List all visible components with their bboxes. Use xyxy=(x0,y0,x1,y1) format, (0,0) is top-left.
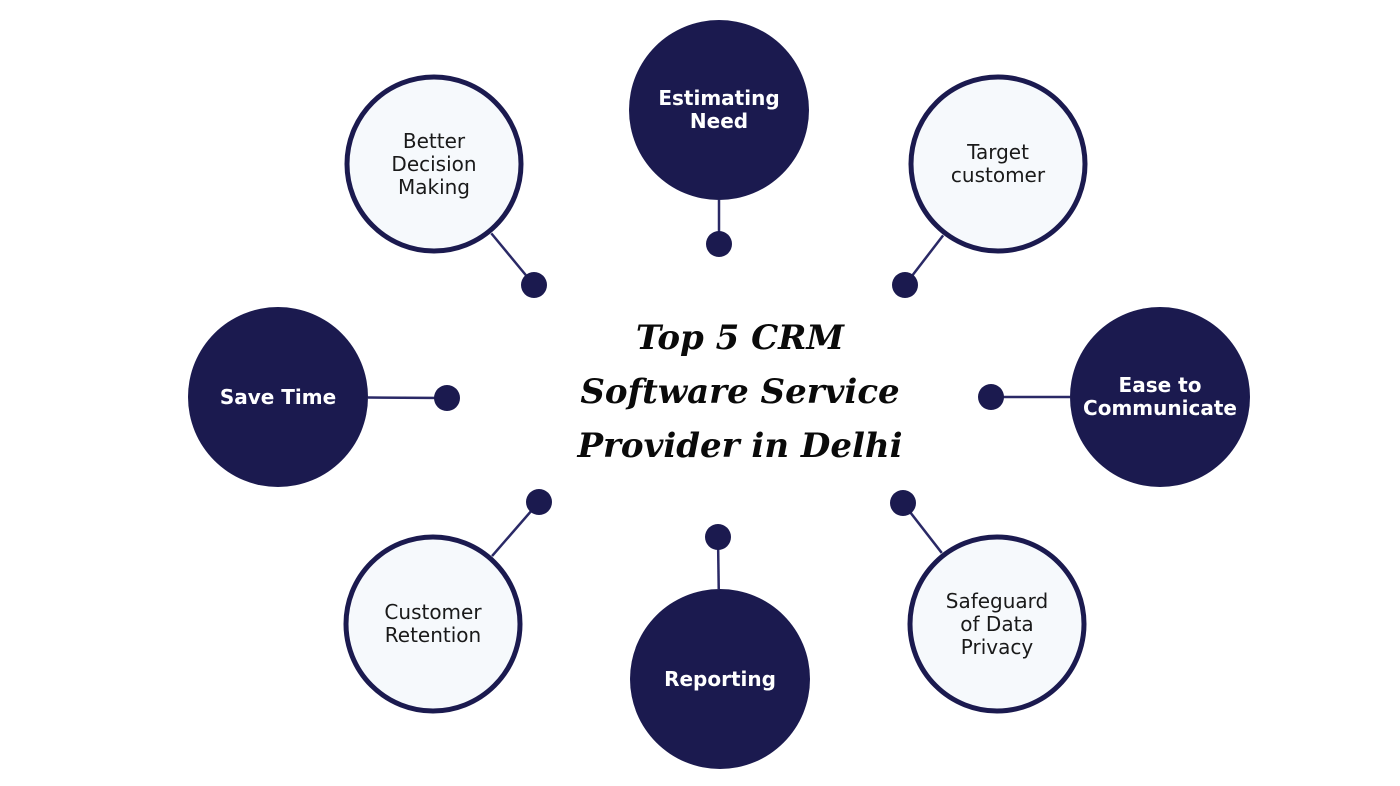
node-circle-ease-to-communicate xyxy=(1070,307,1250,487)
node-label-reporting: Reporting xyxy=(664,666,776,691)
connector-dot-estimating-need xyxy=(706,231,732,257)
diagram-title: Top 5 CRM Software Service Provider in D… xyxy=(577,318,903,466)
node-circle-better-decision-making xyxy=(344,74,524,254)
node-circle-safeguard-of-data-privacy xyxy=(907,534,1087,714)
node-label-safeguard-of-data-privacy: Safeguard of Data Privacy xyxy=(945,588,1049,659)
node-label-target-customer: Target customer xyxy=(950,140,1046,187)
node-circles xyxy=(188,20,1250,769)
node-circle-customer-retention xyxy=(343,534,523,714)
node-circle-save-time xyxy=(188,307,368,487)
connectors xyxy=(367,200,1070,590)
node-circle-estimating-need xyxy=(629,20,809,200)
connector-dot-reporting xyxy=(705,524,731,550)
node-label-estimating-need: Estimating Need xyxy=(658,86,780,133)
node-label-ease-to-communicate: Ease to Communicate xyxy=(1083,373,1237,420)
connector-dot-target-customer xyxy=(892,272,918,298)
node-label-customer-retention: Customer Retention xyxy=(384,600,482,647)
connector-dot-save-time xyxy=(434,385,460,411)
node-circle-target-customer xyxy=(908,74,1088,254)
node-circle-reporting xyxy=(630,589,810,769)
connector-dot-better-decision-making xyxy=(521,272,547,298)
connector-dot-safeguard-of-data-privacy xyxy=(890,490,916,516)
node-label-save-time: Save Time xyxy=(219,384,337,409)
node-label-better-decision-making: Better Decision Making xyxy=(391,128,477,199)
connector-dot-customer-retention xyxy=(526,489,552,515)
connector-dot-ease-to-communicate xyxy=(978,384,1004,410)
